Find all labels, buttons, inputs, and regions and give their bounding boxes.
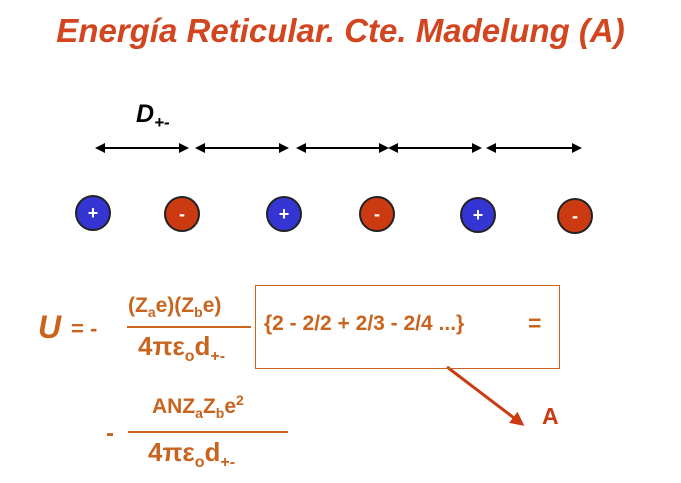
page-title: Energía Reticular. Cte. Madelung (A) — [56, 12, 625, 49]
second-minus: - — [106, 420, 114, 447]
equals-minus: = - — [71, 316, 98, 341]
distance-sub: +- — [220, 454, 236, 472]
e-exp: 2 — [236, 392, 244, 408]
distance-label: D+- — [136, 100, 170, 132]
a-sub: a — [195, 405, 203, 422]
fraction2-numerator: ANZaZbe2 — [152, 392, 244, 422]
eps-sub: o — [194, 454, 205, 472]
denominator-prefix: 4πε — [138, 331, 185, 361]
fraction2-denominator: 4πεod+- — [148, 437, 236, 472]
fraction1-numerator: (Zae)(Zbe) — [128, 294, 222, 321]
cation-sphere: + — [75, 195, 111, 231]
zb-rest: e) — [202, 294, 222, 317]
denominator-prefix: 4πε — [148, 437, 195, 467]
e-text: e — [224, 395, 237, 418]
eps-sub: o — [184, 348, 195, 366]
cation-sphere: + — [460, 197, 496, 233]
za-sub: a — [147, 304, 156, 321]
distance-label-main: D — [136, 100, 155, 128]
distance-d: d — [194, 331, 211, 361]
madelung-series: {2 - 2/2 + 2/3 - 2/4 ...} — [264, 312, 465, 335]
energy-symbol: U — [38, 309, 62, 345]
za-paren: (Z — [128, 294, 148, 317]
fraction2-bar — [128, 431, 288, 433]
series-box — [255, 285, 560, 369]
fraction1-denominator: 4πεod+- — [138, 331, 226, 366]
anz-text: ANZ — [152, 395, 196, 418]
constant-a-label: A — [542, 403, 559, 429]
za-rest: e)(Z — [155, 294, 195, 317]
distance-d: d — [204, 437, 221, 467]
z-text: Z — [202, 395, 216, 418]
distance-sub: +- — [210, 348, 226, 366]
b-sub: b — [215, 405, 225, 422]
fraction1-bar — [127, 326, 251, 328]
series-equals: = — [528, 310, 542, 336]
anion-sphere: - — [359, 196, 395, 232]
zb-sub: b — [194, 304, 203, 321]
cation-sphere: + — [266, 196, 302, 232]
distance-label-sub: +- — [154, 113, 170, 132]
anion-sphere: - — [164, 196, 200, 232]
anion-sphere: - — [557, 198, 593, 234]
pointer-arrow — [446, 365, 525, 426]
